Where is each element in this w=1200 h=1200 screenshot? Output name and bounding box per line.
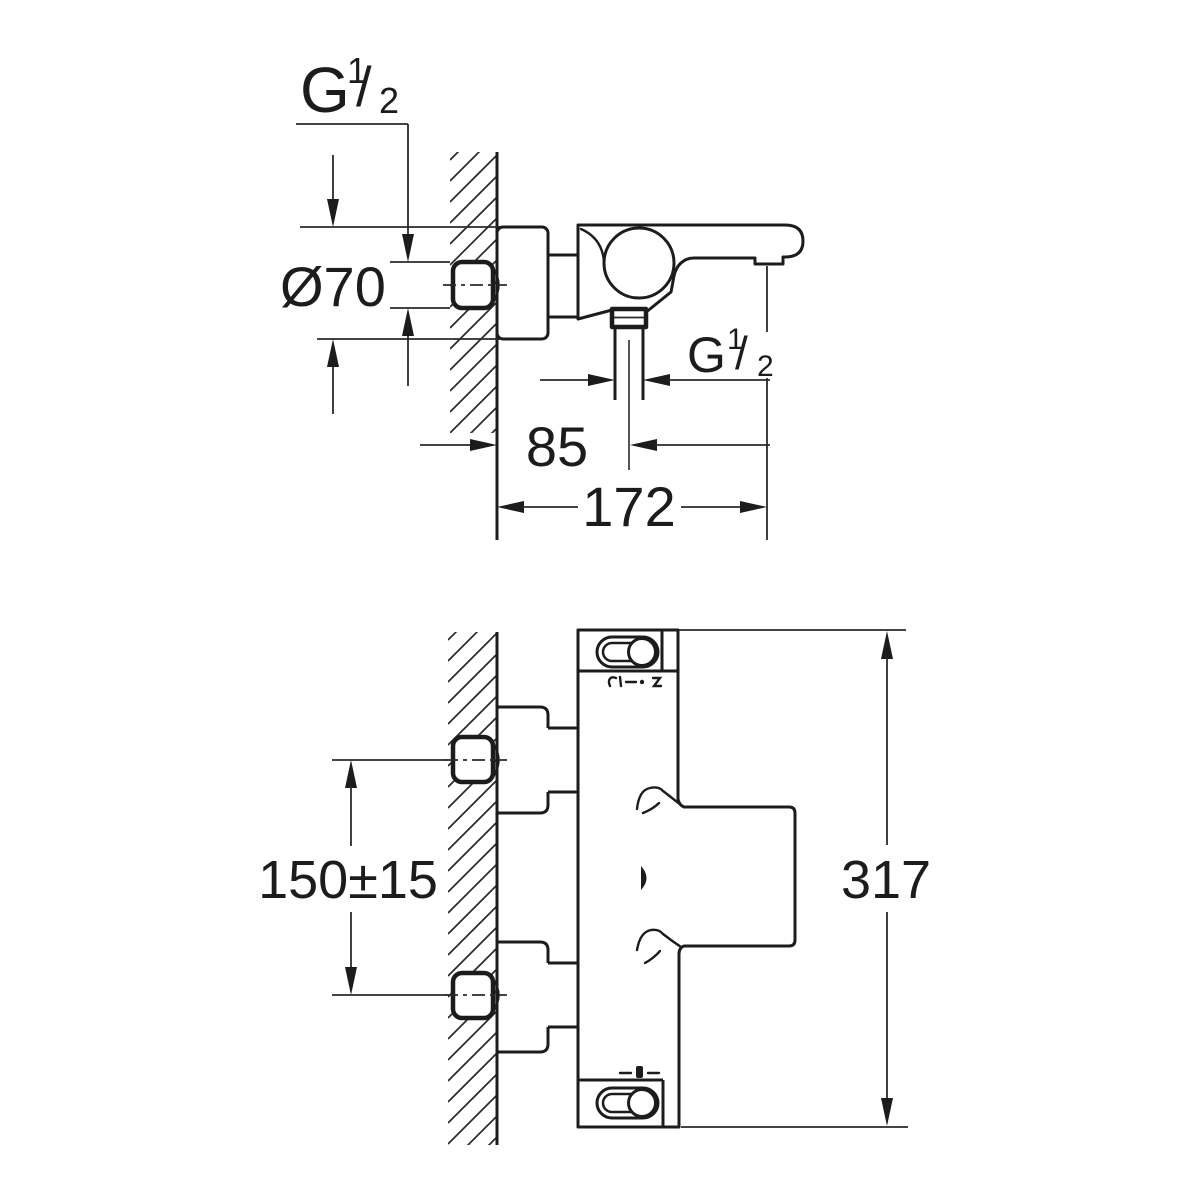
upper-union-block (497, 705, 550, 815)
arrowhead-left-icon (497, 501, 524, 513)
bottom-cap-edges (578, 1078, 665, 1127)
hatch-line (448, 905, 497, 956)
hatch-line (469, 406, 497, 433)
hatch-line (450, 322, 497, 371)
hatch-line (466, 1115, 497, 1145)
body-union (546, 253, 580, 319)
hatch-line (448, 1094, 497, 1145)
shower-mode-icons (607, 675, 663, 688)
hatch-line (448, 632, 479, 662)
dim-label-g12-spout: G1/2 (687, 323, 774, 383)
hatch-line (448, 926, 497, 977)
dim-label-317: 317 (841, 850, 931, 910)
shower-pipe (613, 327, 645, 400)
upper-shelf-curl (635, 786, 683, 811)
lower-shelf-curl-2 (643, 949, 662, 965)
thermostat-body (576, 628, 797, 1129)
hook-icon (607, 676, 618, 688)
lower-shelf-curl (635, 928, 683, 952)
arrowhead-up-icon (327, 339, 339, 367)
dim-label-85: 85 (526, 415, 588, 478)
lower-union-block (497, 940, 550, 1054)
hatch-line (448, 632, 458, 641)
hatch-line (490, 427, 497, 433)
arrowhead-right-icon (588, 374, 615, 386)
hatch-line (450, 364, 497, 413)
leader-line (296, 123, 409, 236)
dimension-172: 172 (497, 475, 767, 538)
block-icon (636, 1066, 643, 1078)
dimension-85: 85 (420, 415, 770, 478)
hatch-line (450, 154, 497, 203)
lower-union-neck (548, 961, 578, 1029)
hatch-line (487, 1136, 497, 1145)
hatch-line (448, 779, 497, 830)
dot-icon (639, 679, 645, 685)
arrowhead-left-icon (643, 374, 670, 386)
ext-lines (332, 759, 447, 996)
hatch-line (448, 800, 497, 851)
dimension-spout-thread: G1/2 (540, 323, 774, 386)
dimension-wall-thread: G1/2 (296, 50, 414, 386)
arrowhead-down-icon (402, 234, 414, 262)
dim-label-172: 172 (582, 475, 675, 538)
arrowhead-right-icon (470, 439, 497, 451)
arrowhead-right-icon (740, 501, 767, 513)
arrowhead-down-icon (881, 1098, 893, 1126)
arrowhead-left-icon (630, 439, 657, 451)
hatch-line (448, 884, 497, 935)
side-view: G1/2 Ø70 G1/2 85 (280, 50, 805, 540)
hatch-line (448, 1031, 497, 1082)
top-toggle-outline (595, 635, 660, 669)
hatch-line (450, 175, 497, 224)
cartridge-cap-circle (602, 226, 676, 300)
arrowhead-down-icon (327, 199, 339, 227)
ext-lines (679, 629, 908, 1128)
top-cap-edges (578, 630, 678, 673)
hatch-line (450, 196, 497, 245)
hatch-line (448, 863, 497, 914)
dim-label-diameter-70: Ø70 (280, 255, 386, 318)
hatch-line (450, 152, 481, 182)
hatch-line (450, 217, 497, 266)
front-view: 150±15 317 (258, 628, 931, 1145)
arrowhead-up-icon (345, 760, 357, 788)
hatch-line (448, 842, 497, 893)
bottom-toggle-outline (595, 1086, 660, 1120)
hatch-line (450, 385, 497, 433)
escutcheon-flange (495, 225, 550, 341)
hatch-line (448, 1052, 497, 1103)
hatch-line (450, 301, 497, 350)
dimension-150: 150±15 (258, 759, 447, 996)
hatch-line (448, 632, 497, 683)
hatch-line (448, 674, 497, 725)
hatch-line (448, 821, 497, 872)
arrowhead-up-icon (402, 308, 414, 336)
hatch-line (448, 1073, 497, 1124)
upper-union-neck (548, 726, 578, 794)
dimension-317: 317 (679, 629, 931, 1128)
hatch-line (450, 152, 460, 161)
arrowhead-down-icon (345, 967, 357, 995)
arrowhead-up-icon (881, 631, 893, 659)
bottom-toggle-knob (627, 1088, 657, 1118)
hatch-line (448, 653, 497, 704)
flow-scale-marks (618, 1066, 661, 1078)
top-toggle-knob (627, 637, 657, 667)
tick-icon (618, 675, 623, 688)
dim-label-g12-wall: G1/2 (300, 50, 399, 126)
upper-shelf-curl-2 (641, 801, 661, 815)
temperature-marker (641, 866, 647, 890)
hatch-line (450, 343, 497, 392)
dimension-flange-diameter: Ø70 (280, 155, 386, 414)
spray-icon (651, 676, 663, 688)
wall-hatch (448, 632, 497, 1145)
dim-label-150-15: 150±15 (258, 850, 438, 910)
